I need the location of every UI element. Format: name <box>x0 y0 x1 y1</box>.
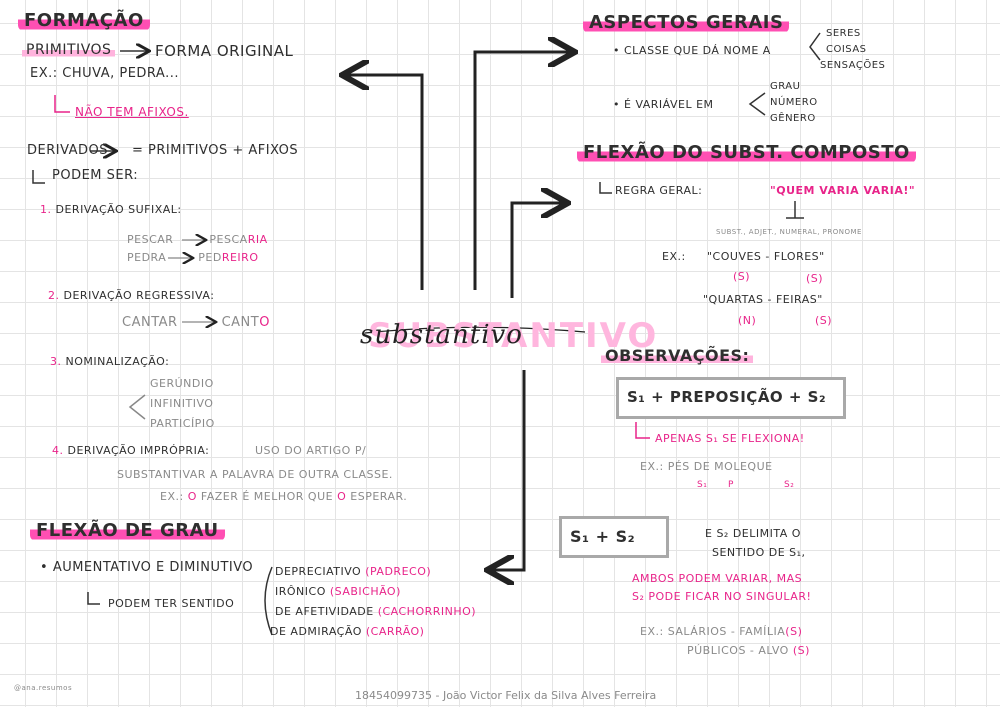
ex-1-mark-s1: S₁ <box>697 480 708 490</box>
observacoes-note-1: APENAS S₁ SE FLEXIONA! <box>655 432 805 445</box>
primitivos-label: PRIMITIVOS <box>22 42 116 59</box>
formula-2-box: S₁ + S₂ <box>559 516 669 558</box>
impropria-def-2: SUBSTANTIVAR A PALAVRA DE OUTRA CLASSE. <box>117 468 393 481</box>
composto-classes: SUBST., ADJET., NUMERAL, PRONOME <box>716 228 862 236</box>
flexao-grau-item: • AUMENTATIVO E DIMINUTIVO <box>40 560 254 575</box>
composto-ex-1: "COUVES - FLORES" <box>707 250 825 263</box>
composto-heading: FLEXÃO DO SUBST. COMPOSTO <box>577 142 916 164</box>
primitivos-note: NÃO TEM AFIXOS. <box>75 105 189 119</box>
flexao-grau-podem: PODEM TER SENTIDO <box>108 597 235 610</box>
observacoes-ex-1: EX.: PÉS DE MOLEQUE <box>640 460 773 473</box>
aspectos-variavel: • É VARIÁVEL EM <box>613 98 714 111</box>
observacoes-note-2d: S₂ PODE FICAR NO SINGULAR! <box>632 590 812 603</box>
derivacao-sufixal: 1. DERIVAÇÃO SUFIXAL: <box>40 203 182 216</box>
arrow-to-aspectos <box>473 52 572 290</box>
formula-2: S₁ + S₂ <box>570 527 636 546</box>
arrow-to-composto <box>510 203 565 298</box>
impropria-def-1: USO DO ARTIGO P/ <box>255 444 367 457</box>
variavel-item-grau: GRAU <box>770 81 801 92</box>
composto-ex-2: "QUARTAS - FEIRAS" <box>703 293 823 306</box>
derivados-def: = PRIMITIVOS + AFIXOS <box>132 143 299 158</box>
formula-1: S₁ + PREPOSIÇÃO + S₂ <box>627 388 827 406</box>
center-script-title: substantivo <box>360 320 523 350</box>
observacoes-heading: OBSERVAÇÕES: <box>601 346 754 365</box>
composto-ex-2-mark-a: (N) <box>738 314 757 327</box>
impropria-example: EX.: O FAZER É MELHOR QUE O ESPERAR. <box>160 490 408 503</box>
variavel-item-genero: GÊNERO <box>770 113 816 124</box>
derivacao-regressiva: 2. DERIVAÇÃO REGRESSIVA: <box>48 289 215 302</box>
classe-item-coisas: COISAS <box>826 44 867 55</box>
composto-ex-1-mark-a: (S) <box>733 270 751 283</box>
footer-credit: 18454099735 - João Victor Felix da Silva… <box>355 689 657 702</box>
regra-geral: REGRA GERAL: <box>615 184 703 197</box>
classe-item-seres: SERES <box>826 28 861 39</box>
composto-ex-1-mark-b: (S) <box>806 272 824 285</box>
observacoes-ex-2b: PÚBLICOS - ALVO (S) <box>687 644 810 657</box>
observacoes-note-2b: SENTIDO DE S₁, <box>712 546 806 559</box>
variavel-item-numero: NÚMERO <box>770 97 818 108</box>
regra-geral-valor: "QUEM VARIA VARIA!" <box>770 184 916 197</box>
podem-ser: PODEM SER: <box>52 168 139 183</box>
arrow-to-flexao-grau <box>490 370 526 570</box>
observacoes-note-2a: E S₂ DELIMITA O <box>705 527 801 540</box>
nominalizacao-item-1: GERÚNDIO <box>150 377 214 390</box>
sentido-afetividade: DE AFETIVIDADE (CACHORRINHO) <box>275 605 477 618</box>
nominalizacao-item-2: INFINITIVO <box>150 397 214 410</box>
nominalizacao-item-3: PARTICÍPIO <box>150 417 215 430</box>
observacoes-note-2c: AMBOS PODEM VARIAR, MAS <box>632 572 803 585</box>
arrow-to-formacao <box>345 75 424 290</box>
composto-ex-label: EX.: <box>662 250 686 263</box>
sentido-ironico: IRÔNICO (SABICHÃO) <box>275 585 401 598</box>
primitivos-def: FORMA ORIGINAL <box>155 42 294 60</box>
nominalizacao: 3. NOMINALIZAÇÃO: <box>50 355 170 368</box>
ex-1-mark-p: P <box>728 480 734 490</box>
sentido-admiracao: DE ADMIRAÇÃO (CARRÃO) <box>270 625 425 638</box>
aspectos-classe: • CLASSE QUE DÁ NOME A <box>613 44 771 57</box>
primitivos-example: EX.: CHUVA, PEDRA... <box>30 66 179 81</box>
derivados-label: DERIVADOS <box>27 143 109 158</box>
ex-1-mark-s2: S₂ <box>784 480 795 490</box>
formacao-heading: FORMAÇÃO <box>18 10 150 32</box>
composto-ex-2-mark-b: (S) <box>815 314 833 327</box>
watermark: @ana.resumos <box>14 684 73 692</box>
derivacao-impropria: 4. DERIVAÇÃO IMPRÓPRIA: <box>52 444 210 457</box>
formula-1-box: S₁ + PREPOSIÇÃO + S₂ <box>616 377 846 419</box>
flexao-grau-heading: FLEXÃO DE GRAU <box>30 520 225 542</box>
aspectos-heading: ASPECTOS GERAIS <box>583 12 790 34</box>
sentido-depreciativo: DEPRECIATIVO (PADRECO) <box>275 565 432 578</box>
classe-item-sensacoes: SENSAÇÕES <box>820 60 886 71</box>
observacoes-ex-2a: EX.: SALÁRIOS - FAMÍLIA(S) <box>640 625 803 638</box>
